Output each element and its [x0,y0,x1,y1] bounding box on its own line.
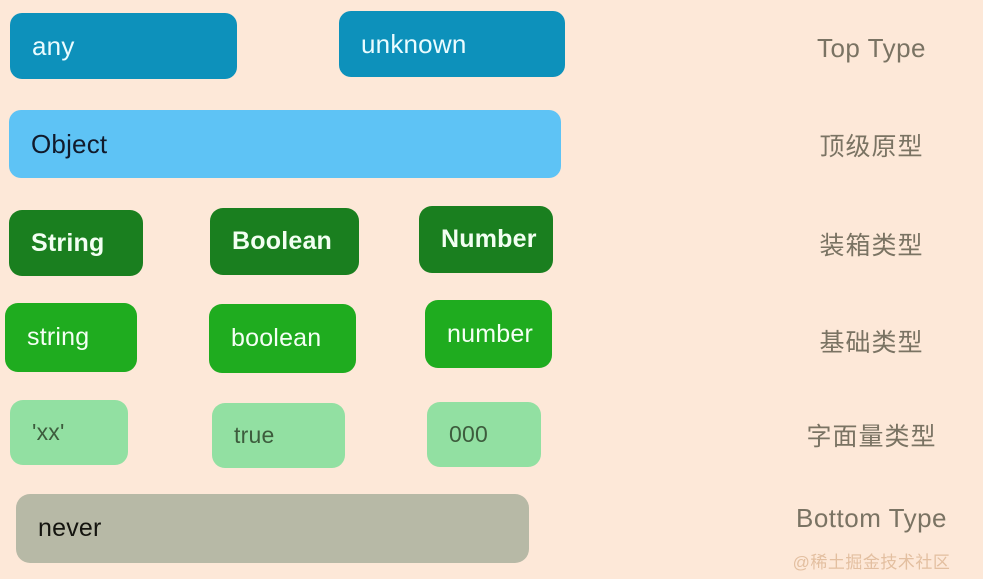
legend-label-top-prototype: 顶级原型 [819,133,924,161]
type-box-string: String [9,210,143,276]
legend-label-boxed-types: 装箱类型 [819,232,924,260]
type-box-boolean: Boolean [210,208,359,275]
type-box-xx: 'xx' [10,400,128,465]
type-box-000: 000 [427,402,541,467]
legend-label-bottom-type: Bottom Type [796,503,947,533]
legend-label-primitive-types: 基础类型 [819,329,924,357]
type-box-unknown: unknown [339,11,565,77]
type-box-true: true [212,403,345,468]
bottom-white-strip [0,579,983,585]
type-box-string: string [5,303,137,372]
type-box-object: Object [9,110,561,178]
legend-label-literal-types: 字面量类型 [806,423,937,451]
legend-label-top-type: Top Type [816,33,927,63]
watermark: @稀土掘金技术社区 [792,553,951,572]
type-box-boolean: boolean [209,304,356,373]
type-box-number: number [425,300,552,368]
type-box-number: Number [419,206,553,273]
type-box-any: any [10,13,237,79]
type-box-never: never [16,494,529,563]
